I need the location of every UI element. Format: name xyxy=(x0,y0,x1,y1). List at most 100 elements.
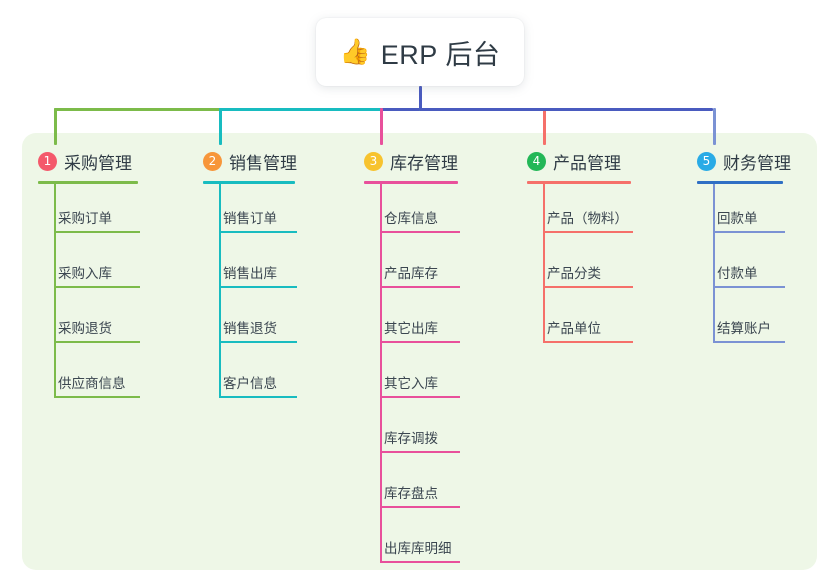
leaf-item-label: 其它入库 xyxy=(384,376,438,391)
drop-connector-2 xyxy=(219,108,222,145)
leaf-item-label: 产品库存 xyxy=(384,266,438,281)
column-spine xyxy=(380,184,382,563)
leaf-item-rule xyxy=(219,231,297,233)
leaf-item-label: 销售退货 xyxy=(223,321,277,336)
leaf-item[interactable]: 采购订单 xyxy=(38,184,158,239)
column-header-rule xyxy=(203,181,295,184)
leaf-item[interactable]: 出库库明细 xyxy=(364,514,478,569)
leaf-item-rule xyxy=(54,341,140,343)
column-items: 采购订单采购入库采购退货供应商信息 xyxy=(38,184,158,404)
drop-connector-3 xyxy=(380,108,383,145)
column-items: 回款单付款单结算账户 xyxy=(697,184,803,349)
leaf-item-label: 其它出库 xyxy=(384,321,438,336)
leaf-item-label: 供应商信息 xyxy=(58,376,126,391)
bus-segment-3 xyxy=(380,108,420,111)
leaf-item[interactable]: 库存盘点 xyxy=(364,459,478,514)
column-header-4[interactable]: 4 产品管理 xyxy=(527,149,651,173)
column-items: 产品（物料） 产品分类产品单位 xyxy=(527,184,651,349)
leaf-item-rule xyxy=(543,286,633,288)
number-badge-5: 5 xyxy=(697,151,716,171)
bus-segment-5 xyxy=(420,108,713,111)
leaf-item-label: 产品（物料） xyxy=(547,211,628,226)
leaf-item[interactable]: 客户信息 xyxy=(203,349,315,404)
leaf-item-rule xyxy=(713,231,785,233)
column-title: 采购管理 xyxy=(64,153,132,173)
page-title: ERP 后台 xyxy=(380,39,501,70)
drop-connector-5 xyxy=(713,108,716,145)
leaf-item-rule xyxy=(713,286,785,288)
leaf-item-label: 产品单位 xyxy=(547,321,601,336)
column-header-rule xyxy=(38,181,138,184)
leaf-item[interactable]: 销售出库 xyxy=(203,239,315,294)
thumbs-up-icon: 👍 xyxy=(339,37,371,66)
leaf-item[interactable]: 库存调拨 xyxy=(364,404,478,459)
leaf-item[interactable]: 其它入库 xyxy=(364,349,478,404)
leaf-item-rule xyxy=(54,396,140,398)
column-title: 库存管理 xyxy=(390,153,458,173)
leaf-item-rule xyxy=(54,231,140,233)
leaf-item-rule xyxy=(713,341,785,343)
leaf-item-label: 库存盘点 xyxy=(384,486,438,501)
drop-connector-1 xyxy=(54,108,57,145)
leaf-item-rule xyxy=(380,231,460,233)
column-items: 销售订单销售出库销售退货客户信息 xyxy=(203,184,315,404)
leaf-item-label: 采购入库 xyxy=(58,266,112,281)
leaf-item-rule xyxy=(380,396,460,398)
number-badge-1: 1 xyxy=(38,151,57,171)
column-header-rule xyxy=(527,181,631,184)
leaf-item[interactable]: 产品分类 xyxy=(527,239,651,294)
bus-segment-2 xyxy=(219,108,420,111)
leaf-item[interactable]: 采购入库 xyxy=(38,239,158,294)
column-header-1[interactable]: 1 采购管理 xyxy=(38,149,158,173)
leaf-item-label: 结算账户 xyxy=(717,321,771,336)
leaf-item-rule xyxy=(219,396,297,398)
leaf-item-label: 采购订单 xyxy=(58,211,112,226)
leaf-item[interactable]: 仓库信息 xyxy=(364,184,478,239)
column-spine xyxy=(54,184,56,398)
diagram-panel xyxy=(22,133,817,570)
column-title: 销售管理 xyxy=(229,153,297,173)
leaf-item-label: 出库库明细 xyxy=(384,541,452,556)
leaf-item[interactable]: 产品（物料） xyxy=(527,184,651,239)
column-items: 仓库信息产品库存其它出库其它入库库存调拨库存盘点出库库明细 xyxy=(364,184,478,569)
leaf-item[interactable]: 回款单 xyxy=(697,184,803,239)
leaf-item[interactable]: 付款单 xyxy=(697,239,803,294)
column-title: 产品管理 xyxy=(553,153,621,173)
number-badge-4: 4 xyxy=(527,151,546,171)
leaf-item-rule xyxy=(380,561,460,563)
column-header-2[interactable]: 2 销售管理 xyxy=(203,149,315,173)
column-2: 2 销售管理销售订单销售出库销售退货客户信息 xyxy=(203,149,315,404)
leaf-item-label: 付款单 xyxy=(717,266,758,281)
column-header-rule xyxy=(697,181,783,184)
column-1: 1 采购管理采购订单采购入库采购退货供应商信息 xyxy=(38,149,158,404)
leaf-item-label: 销售出库 xyxy=(223,266,277,281)
column-spine xyxy=(219,184,221,398)
drop-connector-4 xyxy=(543,108,546,145)
leaf-item[interactable]: 采购退货 xyxy=(38,294,158,349)
leaf-item[interactable]: 销售退货 xyxy=(203,294,315,349)
leaf-item-label: 产品分类 xyxy=(547,266,601,281)
leaf-item-rule xyxy=(543,231,633,233)
leaf-item-rule xyxy=(543,341,633,343)
leaf-item[interactable]: 结算账户 xyxy=(697,294,803,349)
leaf-item[interactable]: 产品库存 xyxy=(364,239,478,294)
leaf-item[interactable]: 销售订单 xyxy=(203,184,315,239)
leaf-item-rule xyxy=(380,286,460,288)
leaf-item[interactable]: 产品单位 xyxy=(527,294,651,349)
root-node-card[interactable]: 👍 ERP 后台 xyxy=(316,18,524,86)
leaf-item[interactable]: 其它出库 xyxy=(364,294,478,349)
leaf-item-rule xyxy=(380,451,460,453)
leaf-item-label: 仓库信息 xyxy=(384,211,438,226)
column-4: 4 产品管理产品（物料） 产品分类产品单位 xyxy=(527,149,651,349)
number-badge-2: 2 xyxy=(203,151,222,171)
leaf-item-label: 销售订单 xyxy=(223,211,277,226)
leaf-item-label: 采购退货 xyxy=(58,321,112,336)
leaf-item-rule xyxy=(219,286,297,288)
leaf-item[interactable]: 供应商信息 xyxy=(38,349,158,404)
leaf-item-rule xyxy=(380,341,460,343)
leaf-item-label: 库存调拨 xyxy=(384,431,438,446)
